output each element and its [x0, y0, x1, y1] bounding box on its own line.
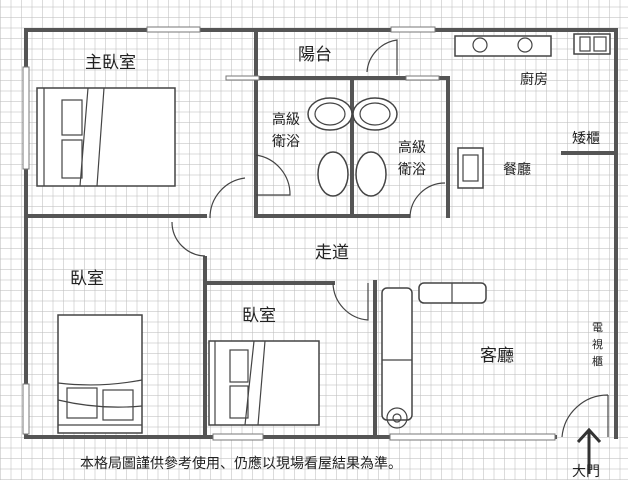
stove	[454, 35, 552, 57]
label-bathroom-2-line1: 高級	[398, 139, 426, 156]
label-balcony: 陽台	[298, 45, 332, 65]
label-bedroom-2: 臥室	[242, 306, 276, 326]
dining-table	[457, 147, 484, 189]
label-bedroom-1: 臥室	[70, 269, 104, 289]
label-bathroom-1-line2: 衛浴	[272, 134, 300, 150]
label-tv-cabinet-3: 櫃	[592, 354, 603, 368]
label-low-cabinet: 矮櫃	[572, 131, 600, 147]
label-tv-cabinet-2: 視	[592, 337, 603, 351]
label-main-door: 大門	[572, 464, 600, 480]
toilet-2	[352, 97, 398, 131]
label-kitchen: 廚房	[520, 71, 548, 88]
label-bathroom-1-line1: 高級	[272, 111, 300, 128]
bed-bedroom-1	[57, 314, 143, 434]
master-bed	[36, 87, 176, 187]
label-living-room: 客廳	[480, 346, 514, 366]
toilet-1	[307, 97, 353, 131]
label-hallway: 走道	[315, 243, 349, 263]
label-master-bedroom: 主臥室	[85, 53, 136, 73]
sofa-long	[381, 287, 413, 421]
furniture	[36, 33, 611, 474]
doors	[171, 39, 609, 438]
disclaimer-text: 本格局圖謹供參考使用、仍應以現場看屋結果為準。	[80, 455, 402, 472]
label-dining-room: 餐廳	[503, 161, 531, 178]
entrance-arrow-icon	[576, 427, 602, 474]
windows	[22, 26, 556, 441]
label-bathroom-2-line2: 衛浴	[398, 162, 426, 178]
sofa-short	[418, 282, 487, 304]
sink-2	[355, 151, 387, 197]
label-tv-cabinet-1: 電	[592, 321, 603, 334]
kitchen-sink	[573, 33, 611, 55]
sink-1	[317, 151, 349, 197]
bed-bedroom-2	[208, 340, 320, 426]
plant	[386, 407, 408, 429]
